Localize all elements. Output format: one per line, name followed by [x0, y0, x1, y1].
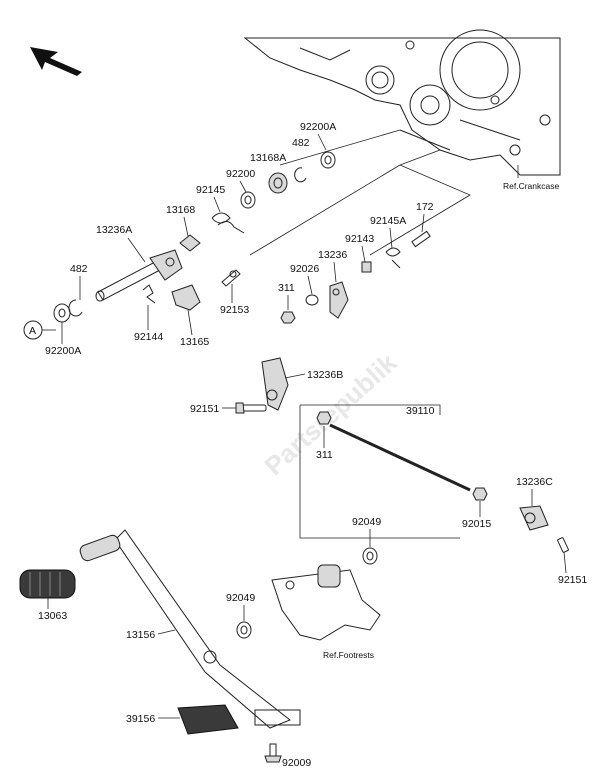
label-39156: 39156 [126, 713, 155, 725]
crankcase-outline [243, 29, 561, 176]
label-13168: 13168 [166, 204, 195, 216]
collar-92143 [361, 261, 372, 273]
washer-92200A-left [53, 303, 71, 323]
label-172: 172 [416, 201, 434, 213]
nut-92015 [472, 487, 488, 501]
label-92049-top: 92049 [352, 516, 381, 528]
label-13236A: 13236A [96, 224, 132, 236]
footrest-bracket [271, 564, 381, 641]
label-92151-right: 92151 [558, 574, 587, 586]
label-92144: 92144 [134, 331, 163, 343]
bolt-92151-left [235, 402, 267, 414]
label-92200A-top: 92200A [300, 121, 336, 133]
label-13236: 13236 [318, 249, 347, 261]
label-13168A: 13168A [250, 152, 286, 164]
label-311-rod: 311 [316, 449, 333, 461]
label-92151-left: 92151 [190, 403, 219, 415]
washer-92049-top [362, 547, 378, 565]
arm-13165 [171, 284, 201, 311]
circlip-482-top [294, 167, 307, 183]
label-92026: 92026 [290, 263, 319, 275]
lever-13236B [261, 357, 289, 411]
shift-pedal-13156 [114, 529, 291, 729]
ref-footrests-label: Ref.Footrests [323, 650, 374, 660]
label-92200: 92200 [226, 168, 255, 180]
knurled-peg [79, 534, 121, 562]
lever-13236 [329, 281, 349, 319]
label-13236B: 13236B [307, 369, 343, 381]
label-92015: 92015 [462, 518, 491, 530]
label-13063: 13063 [38, 610, 67, 622]
direction-arrow-icon [30, 47, 82, 76]
spring-92144 [142, 284, 156, 304]
plate-13168 [179, 234, 201, 252]
pin-92009 [264, 743, 282, 763]
label-92049-left: 92049 [226, 592, 255, 604]
joint-13236C [519, 505, 549, 531]
label-92145A: 92145A [370, 215, 406, 227]
tie-rod-39110 [329, 423, 471, 492]
nut-311-rod [316, 411, 332, 425]
label-13236C: 13236C [516, 476, 553, 488]
spring-92145 [211, 212, 245, 234]
spring-92145A [385, 247, 401, 269]
label-39110: 39110 [406, 405, 435, 417]
circlip-482-left [68, 299, 83, 317]
rubber-13063 [19, 569, 76, 599]
pedal-rubber-39156 [177, 704, 239, 735]
label-92145: 92145 [196, 184, 225, 196]
ref-crankcase-label: Ref.Crankcase [503, 181, 559, 191]
plate-under-pedal [254, 709, 301, 726]
label-92009: 92009 [282, 757, 311, 769]
washer-92200A-top [320, 151, 336, 169]
svg-text:A: A [29, 325, 36, 337]
label-92200A-left: 92200A [45, 345, 81, 357]
marker-a-left: A [23, 320, 43, 340]
label-92143: 92143 [345, 233, 374, 245]
pin-172 [411, 230, 431, 248]
label-13165: 13165 [180, 336, 209, 348]
washer-92049-left [236, 621, 252, 639]
washer-92200 [240, 191, 256, 209]
nut-311-mid [280, 311, 296, 324]
label-482-top: 482 [292, 137, 310, 149]
shift-shaft-13236A [95, 249, 183, 302]
label-482-left: 482 [70, 263, 88, 275]
washer-92026 [305, 294, 319, 306]
collar-13168A [268, 172, 288, 194]
label-13156: 13156 [126, 629, 155, 641]
bolt-92151-right [557, 537, 569, 553]
label-92153: 92153 [220, 304, 249, 316]
label-311-mid: 311 [278, 282, 295, 294]
pin-92153 [221, 269, 241, 287]
